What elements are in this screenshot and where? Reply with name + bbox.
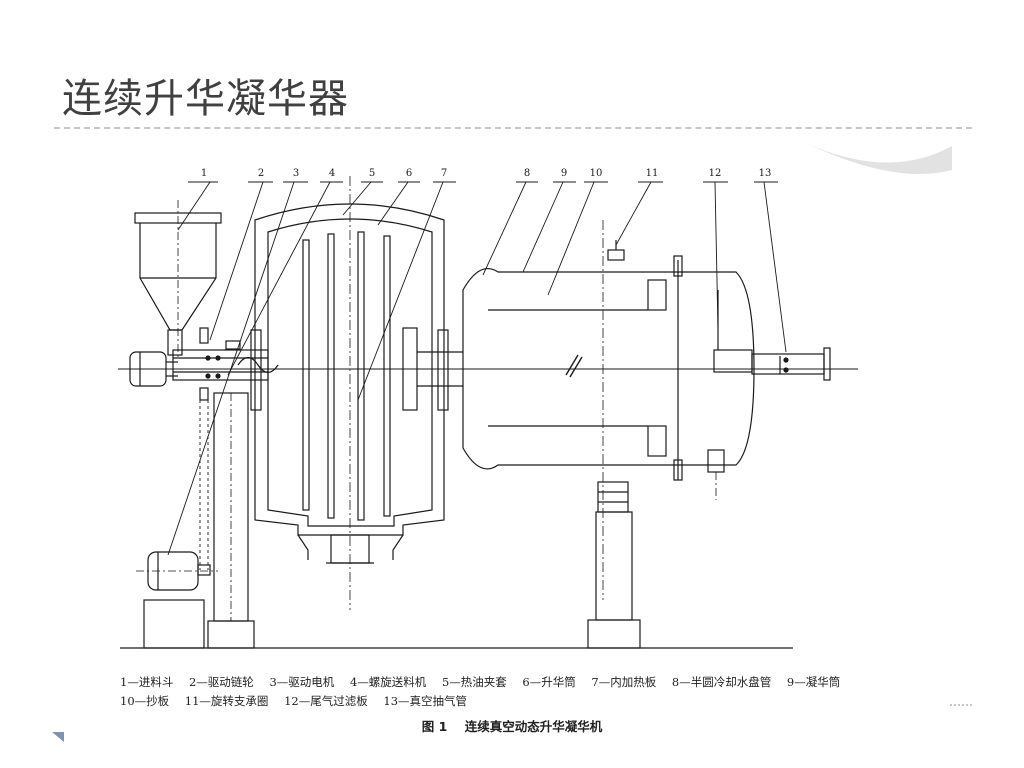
figure-number: 图 1 [421,719,448,734]
legend-item: 8—半圆冷却水盘管 [671,675,772,689]
legend-item: 4—螺旋送料机 [349,675,427,689]
callout-2: 2 [258,168,264,179]
feeder-support [199,392,255,649]
corner-triangle-icon [52,732,64,742]
callout-9: 9 [561,168,567,179]
legend-item: 1—进料斗 [120,675,174,689]
condenser-support [587,481,641,649]
callout-11: 11 [646,168,659,179]
callout-8: 8 [524,168,530,179]
callout-7: 7 [441,168,447,179]
legend-item: 12—尾气过滤板 [284,694,368,708]
legend-item: 5—热油夹套 [441,675,507,689]
callout-4: 4 [329,168,335,179]
decorative-dots [950,704,972,706]
legend-item: 11—旋转支承圈 [184,694,269,708]
decorative-swoosh [808,144,952,175]
legend-item: 13—真空抽气管 [383,694,468,708]
callout-12: 12 [709,168,722,179]
screw-drive-motor [129,351,178,387]
diagram-legend: 1—进料斗 2—驱动链轮 3—驱动电机 4—螺旋送料机 5—热油夹套 6—升华筒… [120,673,920,711]
legend-item: 6—升华筒 [522,675,576,689]
screw-feeder [172,327,279,401]
legend-item: 7—内加热板 [591,675,657,689]
callout-3: 3 [293,168,299,179]
sublimation-drum [250,176,449,610]
callout-10: 10 [590,168,603,179]
legend-row-1: 1—进料斗 2—驱动链轮 3—驱动电机 4—螺旋送料机 5—热油夹套 6—升华筒… [120,673,920,692]
feed-hopper [134,200,222,360]
legend-item: 2—驱动链轮 [188,675,254,689]
slide-title: 连续升华凝华器 [62,76,349,122]
sublimator-diagram: 1 2 3 4 5 6 7 8 9 10 11 12 13 [118,168,858,649]
legend-item: 9—凝华筒 [786,675,841,689]
callout-5: 5 [369,168,375,179]
figure-title: 连续真空动态升华凝华机 [464,719,603,734]
callout-leaders [167,181,787,556]
callout-13: 13 [759,168,772,179]
legend-row-2: 10—抄板 11—旋转支承圈 12—尾气过滤板 13—真空抽气管 [120,692,920,711]
legend-item: 10—抄板 [120,694,170,708]
callout-6: 6 [406,168,412,179]
drive-motor [136,551,218,649]
vacuum-exhaust [713,290,831,381]
figure-caption: 图 1 连续真空动态升华凝华机 [0,716,1024,735]
legend-item: 3—驱动电机 [269,675,335,689]
callout-1: 1 [201,168,207,179]
connecting-shaft [402,327,463,411]
condensation-drum [462,220,755,600]
title-divider [54,127,972,129]
